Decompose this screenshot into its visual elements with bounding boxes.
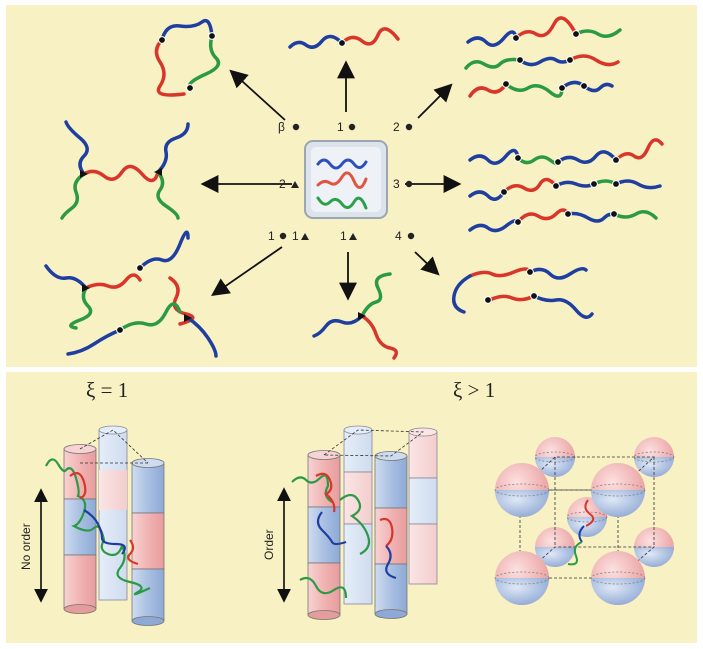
order-label: Order [262, 529, 276, 560]
xi-greater-label: ξ > 1 [453, 378, 495, 402]
arrow-to-linear-multiblock [417, 83, 453, 119]
cylinders-disordered [45, 425, 165, 626]
label-1-dot-left: 1 [268, 229, 275, 243]
linear-multiblock-chains [464, 16, 622, 98]
sphere [494, 463, 550, 517]
sphere [590, 551, 646, 605]
dot-icon [405, 123, 413, 131]
order-axis: Order [262, 487, 291, 603]
dot-icon [407, 232, 415, 240]
multiblock-chains [468, 138, 664, 233]
h-shaped-copolymer [60, 120, 190, 220]
label-3-dot: 3 [393, 177, 400, 191]
arrow-to-ring [229, 69, 286, 121]
label-1-top: 1 [337, 120, 344, 134]
sphere-center [566, 497, 608, 566]
xi-equal-label: ξ = 1 [86, 378, 128, 402]
dot-icon [292, 123, 300, 131]
arrows [200, 60, 462, 301]
sphere [590, 463, 646, 517]
label-beta: β [278, 120, 285, 134]
dot-icon [279, 232, 287, 240]
diblock-chain [288, 27, 400, 49]
arrow-to-double [414, 251, 440, 276]
dot-icon [405, 180, 413, 188]
label-2-tri: 2 [279, 177, 286, 191]
dot-icon [348, 123, 356, 131]
label-4-dot: 4 [395, 229, 402, 243]
spheres-bcc-lattice [494, 437, 675, 605]
triangle-icon [291, 181, 299, 188]
no-order-label: No order [19, 523, 33, 570]
sphere [494, 551, 550, 605]
center-melt-box [304, 140, 388, 219]
star-copolymer [312, 272, 398, 360]
triangle-icon [349, 233, 357, 240]
ring-copolymer [154, 18, 221, 97]
double-chains [451, 266, 594, 319]
label-1-tri: 1 [340, 229, 347, 243]
triangle-icon [301, 233, 309, 240]
no-order-axis: No order [19, 488, 48, 603]
arrow-labels: β 1 2 2 3 1 1 1 4 [268, 120, 415, 243]
label-2-dot: 2 [393, 120, 400, 134]
arrow-to-network [211, 246, 283, 297]
network-copolymer [44, 230, 218, 358]
cylinders-ordered [291, 425, 438, 620]
label-1-tri-left: 1 [292, 229, 299, 243]
